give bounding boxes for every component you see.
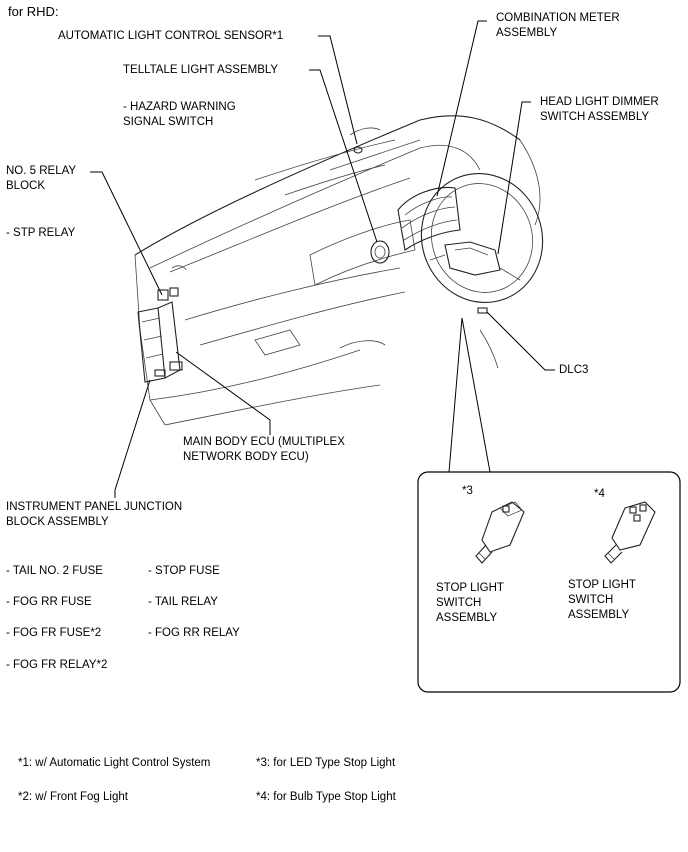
label-combination-meter: COMBINATION METER ASSEMBLY (496, 12, 620, 39)
light-sensor (353, 146, 363, 154)
steering-wheel (420, 173, 544, 303)
fuse-item: - FOG RR FUSE (6, 596, 92, 608)
fuse-item: - STOP FUSE (148, 565, 220, 577)
label-main-body-ecu: MAIN BODY ECU (MULTIPLEX NETWORK BODY EC… (183, 436, 345, 463)
footnote-2: *2: w/ Front Fog Light (18, 791, 128, 803)
inset-mark-3: *3 (462, 485, 473, 497)
leader-lines (90, 20, 555, 498)
label-auto-light-sensor: AUTOMATIC LIGHT CONTROL SENSOR*1 (58, 30, 284, 42)
fuse-item: - FOG FR FUSE*2 (6, 627, 102, 639)
footnote-3: *3: for LED Type Stop Light (256, 757, 396, 769)
label-stop-switch-led: STOP LIGHT SWITCH ASSEMBLY (436, 582, 504, 624)
dashboard-outline (134, 115, 541, 426)
fuse-item: - TAIL RELAY (148, 596, 218, 608)
inset-mark-4: *4 (594, 488, 605, 500)
inset-box (417, 471, 681, 693)
hazard-switch-knob (370, 240, 390, 264)
label-stop-switch-bulb: STOP LIGHT SWITCH ASSEMBLY (568, 579, 636, 621)
fuse-item: - FOG RR RELAY (148, 627, 240, 639)
stop-light-switch-led-icon (475, 501, 525, 564)
diagram-header: for RHD: (8, 4, 59, 19)
label-dlc3: DLC3 (559, 364, 589, 376)
label-stp-relay: - STP RELAY (6, 227, 76, 239)
footnote-4: *4: for Bulb Type Stop Light (256, 791, 396, 803)
footnote-1: *1: w/ Automatic Light Control System (18, 757, 211, 769)
dlc3-connector (477, 307, 488, 314)
fuse-item: - TAIL NO. 2 FUSE (6, 565, 103, 577)
label-relay-block: NO. 5 RELAY BLOCK (6, 165, 77, 192)
label-telltale-light: TELLTALE LIGHT ASSEMBLY (123, 64, 279, 76)
fuse-item: - FOG FR RELAY*2 (6, 659, 108, 671)
label-hazard-switch: - HAZARD WARNING SIGNAL SWITCH (123, 101, 236, 128)
label-dimmer-switch: HEAD LIGHT DIMMER SWITCH ASSEMBLY (540, 96, 659, 123)
combination-meter (397, 186, 461, 251)
junction-block (137, 287, 183, 383)
stop-light-switch-bulb-icon (604, 501, 656, 564)
label-junction-block: INSTRUMENT PANEL JUNCTION BLOCK ASSEMBLY (6, 501, 183, 528)
